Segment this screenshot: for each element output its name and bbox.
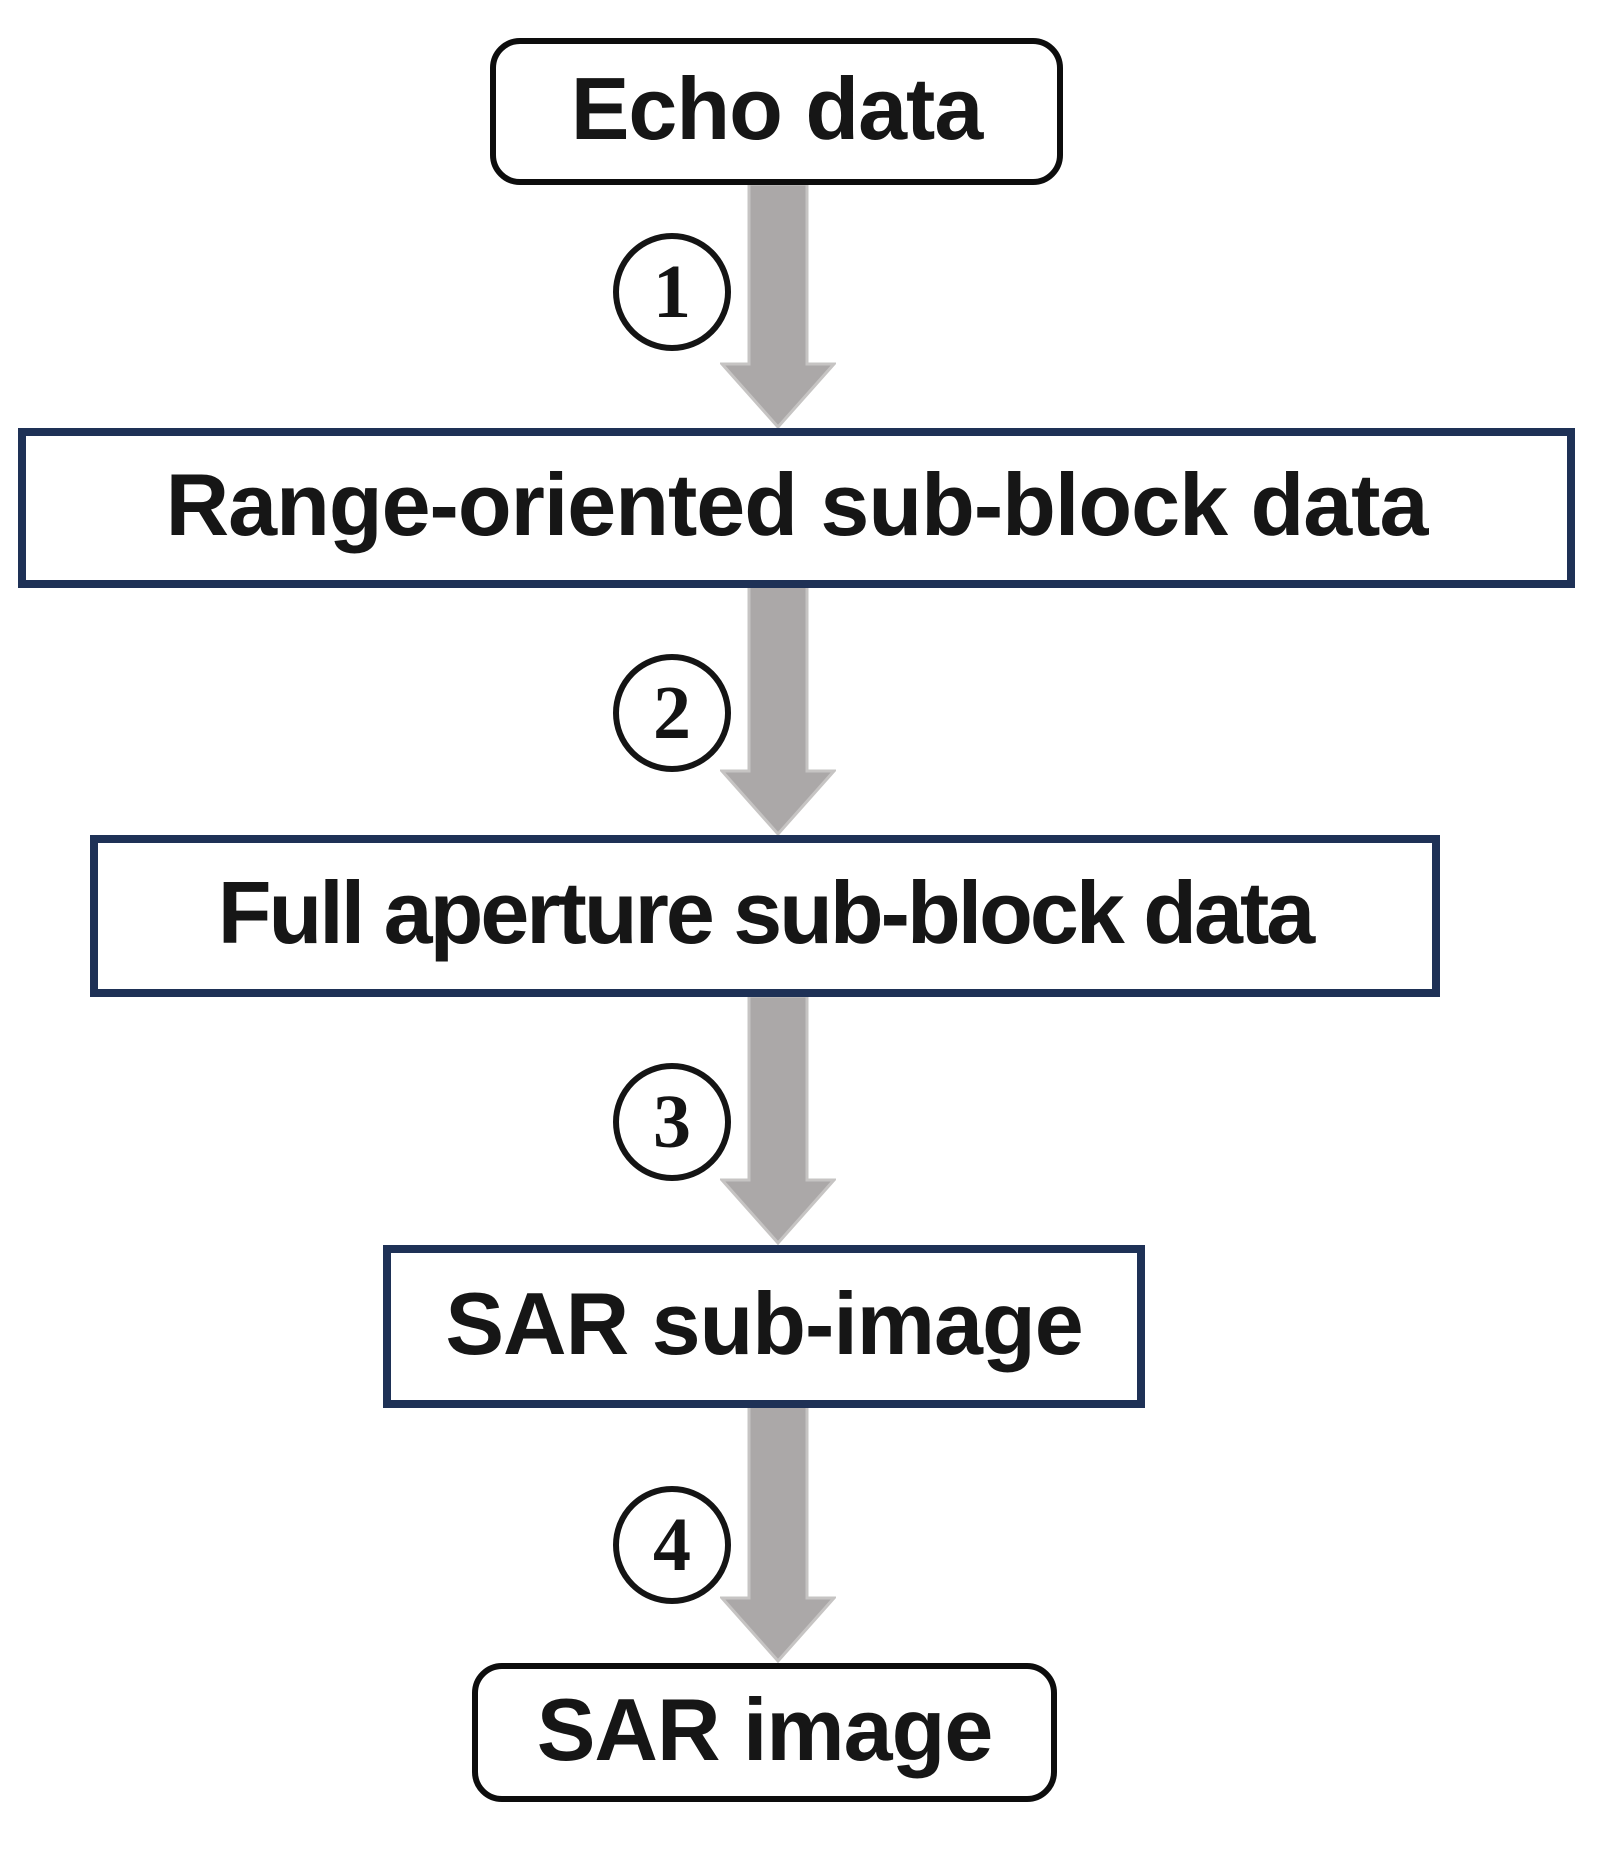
step-number-1-badge: 1 bbox=[613, 233, 731, 351]
flow-node-sar-sub-image: SAR sub-image bbox=[383, 1245, 1145, 1408]
flow-node-label: SAR sub-image bbox=[445, 1273, 1083, 1373]
flow-node-full-aperture-sub-block-data: Full aperture sub-block data bbox=[90, 835, 1440, 997]
flow-node-label: SAR image bbox=[536, 1679, 994, 1779]
flow-node-label: Echo data bbox=[570, 58, 984, 158]
down-arrow-icon bbox=[720, 1406, 836, 1664]
down-arrow-icon bbox=[720, 184, 836, 430]
step-number-4-badge: 4 bbox=[613, 1486, 731, 1604]
flow-node-label: Full aperture sub-block data bbox=[217, 863, 1315, 962]
flow-node-range-oriented-sub-block-data: Range-oriented sub-block data bbox=[18, 428, 1575, 588]
flow-node-echo-data: Echo data bbox=[490, 38, 1063, 185]
step-number-3-badge: 3 bbox=[613, 1063, 731, 1181]
down-arrow-icon bbox=[720, 586, 836, 837]
down-arrow-icon bbox=[720, 996, 836, 1246]
flow-node-sar-image: SAR image bbox=[472, 1663, 1057, 1802]
step-number-2-badge: 2 bbox=[613, 654, 731, 772]
flow-node-label: Range-oriented sub-block data bbox=[165, 455, 1429, 554]
